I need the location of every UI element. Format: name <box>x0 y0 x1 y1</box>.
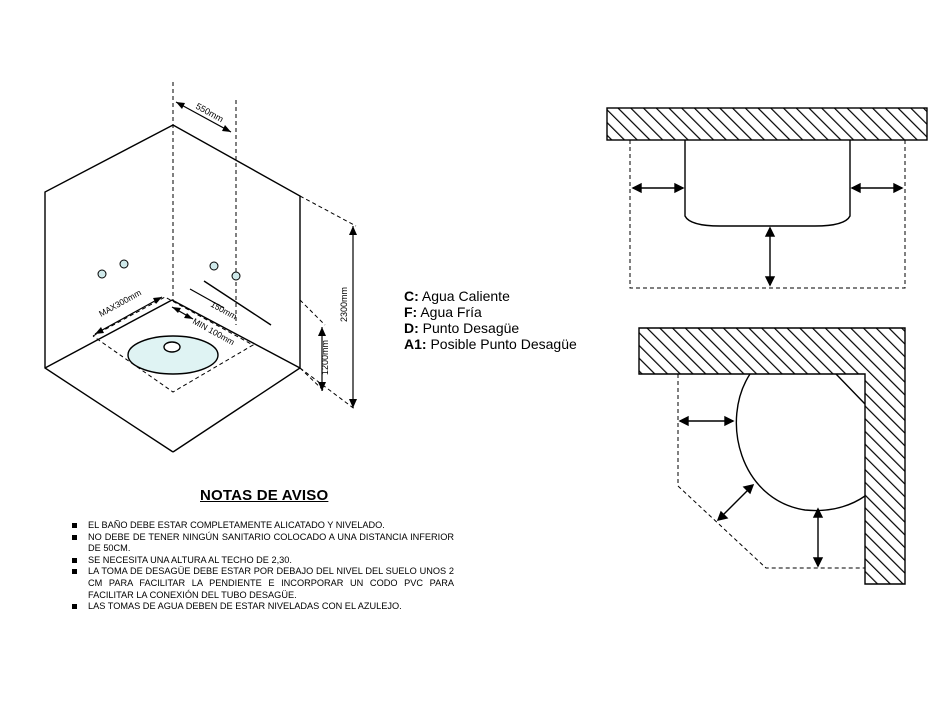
floor-right-edge <box>171 299 301 369</box>
legend-item-drain: D: Punto Desagüe <box>404 320 520 336</box>
water-outlets <box>97 259 241 281</box>
legend-item-cold: F: Agua Fría <box>404 304 482 320</box>
note-item: LA TOMA DE DESAGÜE DEBE ESTAR POR DEBAJO… <box>70 566 454 601</box>
legend-item-alt-drain: A1: Posible Punto Desagüe <box>404 336 577 352</box>
left-wall-outlet-1 <box>97 269 107 279</box>
tray-outline <box>684 140 851 227</box>
shower-basin <box>127 335 219 375</box>
isometric-enclosure <box>44 124 301 453</box>
note-item: EL BAÑO DEBE ESTAR COMPLETAMENTE ALICATA… <box>70 520 454 532</box>
right-wall-outlet-1 <box>209 261 219 271</box>
dim-max300-label: MAX300mm <box>97 287 143 318</box>
dim-2300-label: 2300mm <box>339 287 349 322</box>
plan-corner-tray <box>638 327 906 585</box>
plan-rectangular-tray <box>606 107 928 289</box>
dim-1200-label: 1200mm <box>320 340 330 375</box>
dimension-1200: 1200mm <box>318 327 330 391</box>
corner-tray-arc <box>735 373 866 512</box>
legend: C: Agua Caliente F: Agua Fría D: Punto D… <box>404 288 577 352</box>
dim-150-label: 150mm <box>209 299 239 321</box>
hatched-wall-top <box>606 107 928 141</box>
notes-list: EL BAÑO DEBE ESTAR COMPLETAMENTE ALICATA… <box>70 520 454 613</box>
floor-left-edge <box>44 299 173 369</box>
right-wall-outlet-2 <box>231 271 241 281</box>
drain-icon <box>163 341 181 353</box>
note-item: LAS TOMAS DE AGUA DEBEN DE ESTAR NIVELAD… <box>70 601 454 613</box>
left-wall-outlet-2 <box>119 259 129 269</box>
legend-item-hot: C: Agua Caliente <box>404 288 510 304</box>
hatched-wall-corner <box>638 327 906 585</box>
dimension-2300: 2300mm <box>339 226 357 408</box>
note-item: SE NECESITA UNA ALTURA AL TECHO DE 2,30. <box>70 555 454 567</box>
note-item: NO DEBE DE TENER NINGÚN SANITARIO COLOCA… <box>70 532 454 555</box>
dimension-550: 550mm <box>175 101 232 133</box>
left-wall-outline <box>44 124 174 453</box>
right-wall-outline <box>172 124 301 453</box>
construction-lines <box>92 82 357 411</box>
notes-title: NOTAS DE AVISO <box>200 487 329 504</box>
